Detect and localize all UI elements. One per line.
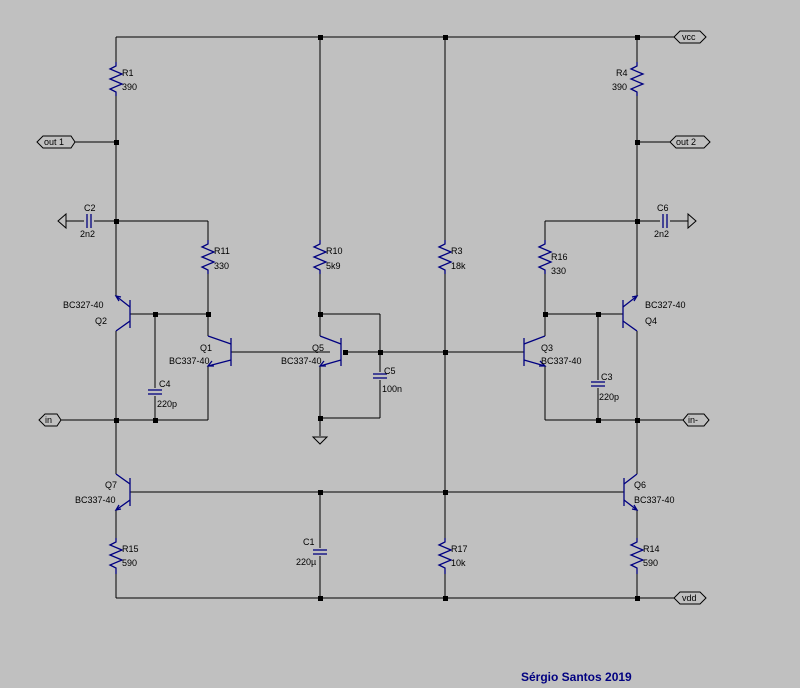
resistor-value: 390 (612, 82, 627, 92)
transistor-q1: Q1 BC337-40 (169, 335, 232, 367)
capacitor-c3: C3 220p (591, 372, 619, 402)
resistor-value: 590 (122, 558, 137, 568)
net-label: in- (688, 415, 698, 425)
transistor-q6: Q6 BC337-40 (623, 473, 675, 511)
transistor-ref: Q7 (105, 480, 117, 490)
transistor-ref: Q3 (541, 343, 553, 353)
junctions (114, 35, 640, 601)
net-label: vdd (682, 593, 697, 603)
capacitor-value: 2n2 (654, 229, 669, 239)
transistor-q4: BC327-40 Q4 (622, 295, 686, 332)
transistor-q3: Q3 BC337-40 (523, 335, 582, 367)
resistor-r3: R3 18k (437, 240, 466, 274)
transistor-q7: Q7 BC337-40 (75, 473, 131, 511)
net-flag-vcc: vcc (673, 30, 707, 44)
transistor-model: BC337-40 (169, 356, 210, 366)
net-flag-out2: out 2 (669, 135, 711, 149)
net-flag-out1: out 1 (36, 135, 76, 149)
transistor-q5: Q5 BC337-40 (281, 335, 342, 367)
resistor-ref: R17 (451, 544, 468, 554)
net-flag-vdd: vdd (673, 591, 707, 605)
resistor-ref: R1 (122, 68, 134, 78)
resistor-ref: R14 (643, 544, 660, 554)
capacitor-value: 100n (382, 384, 402, 394)
transistor-model: BC337-40 (75, 495, 116, 505)
capacitor-c5: C5 100n (373, 366, 402, 394)
capacitor-ref: C6 (657, 203, 669, 213)
net-label: out 1 (44, 137, 64, 147)
resistor-ref: R10 (326, 246, 343, 256)
resistor-r11: R11 330 (200, 240, 230, 274)
capacitor-value: 220µ (296, 557, 316, 567)
capacitor-value: 220p (599, 392, 619, 402)
resistor-ref: R3 (451, 246, 463, 256)
resistor-value: 330 (551, 266, 566, 276)
transistor-q2: BC327-40 Q2 (63, 295, 131, 332)
author-credit: Sérgio Santos 2019 (521, 670, 632, 684)
resistor-ref: R15 (122, 544, 139, 554)
capacitor-ref: C3 (601, 372, 613, 382)
resistor-ref: R16 (551, 252, 568, 262)
transistor-model: BC337-40 (541, 356, 582, 366)
net-label: in (45, 415, 52, 425)
capacitor-ref: C5 (384, 366, 396, 376)
resistor-value: 390 (122, 82, 137, 92)
transistor-model: BC337-40 (281, 356, 322, 366)
ground-symbol-right (687, 212, 697, 230)
resistor-value: 10k (451, 558, 466, 568)
capacitor-c1: C1 220µ (296, 537, 327, 567)
resistor-r17: R17 10k (437, 538, 468, 574)
capacitor-c6: C6 2n2 (654, 203, 669, 239)
resistor-value: 330 (214, 261, 229, 271)
net-flag-in: in (38, 413, 62, 427)
resistor-r16: R16 330 (537, 240, 568, 276)
capacitor-ref: C2 (84, 203, 96, 213)
resistor-ref: R11 (214, 246, 230, 256)
transistor-ref: Q1 (200, 343, 212, 353)
resistor-ref: R4 (616, 68, 628, 78)
resistor-value: 18k (451, 261, 466, 271)
wires (60, 36, 688, 599)
net-flag-in-neg: in- (682, 413, 710, 427)
resistor-r4: R4 390 (612, 62, 645, 96)
transistor-model: BC327-40 (645, 300, 686, 310)
capacitor-value: 220p (157, 399, 177, 409)
resistor-r10: R10 5k9 (312, 240, 343, 274)
resistor-value: 5k9 (326, 261, 341, 271)
net-label: vcc (682, 32, 696, 42)
capacitor-value: 2n2 (80, 229, 95, 239)
ground-symbol-left (57, 212, 67, 230)
transistor-ref: Q5 (312, 343, 324, 353)
capacitor-ref: C4 (159, 379, 171, 389)
transistor-ref: Q6 (634, 480, 646, 490)
resistor-value: 590 (643, 558, 658, 568)
capacitor-c4: C4 220p (148, 379, 177, 409)
resistor-r14: R14 590 (629, 538, 660, 574)
ground-symbol (311, 436, 329, 445)
capacitor-ref: C1 (303, 537, 315, 547)
net-label: out 2 (676, 137, 696, 147)
transistor-ref: Q4 (645, 316, 657, 326)
capacitor-c2: C2 2n2 (80, 203, 96, 239)
resistor-r1: R1 390 (108, 62, 137, 96)
transistor-model: BC327-40 (63, 300, 104, 310)
resistor-r15: R15 590 (108, 538, 139, 574)
transistor-model: BC337-40 (634, 495, 675, 505)
transistor-ref: Q2 (95, 316, 107, 326)
